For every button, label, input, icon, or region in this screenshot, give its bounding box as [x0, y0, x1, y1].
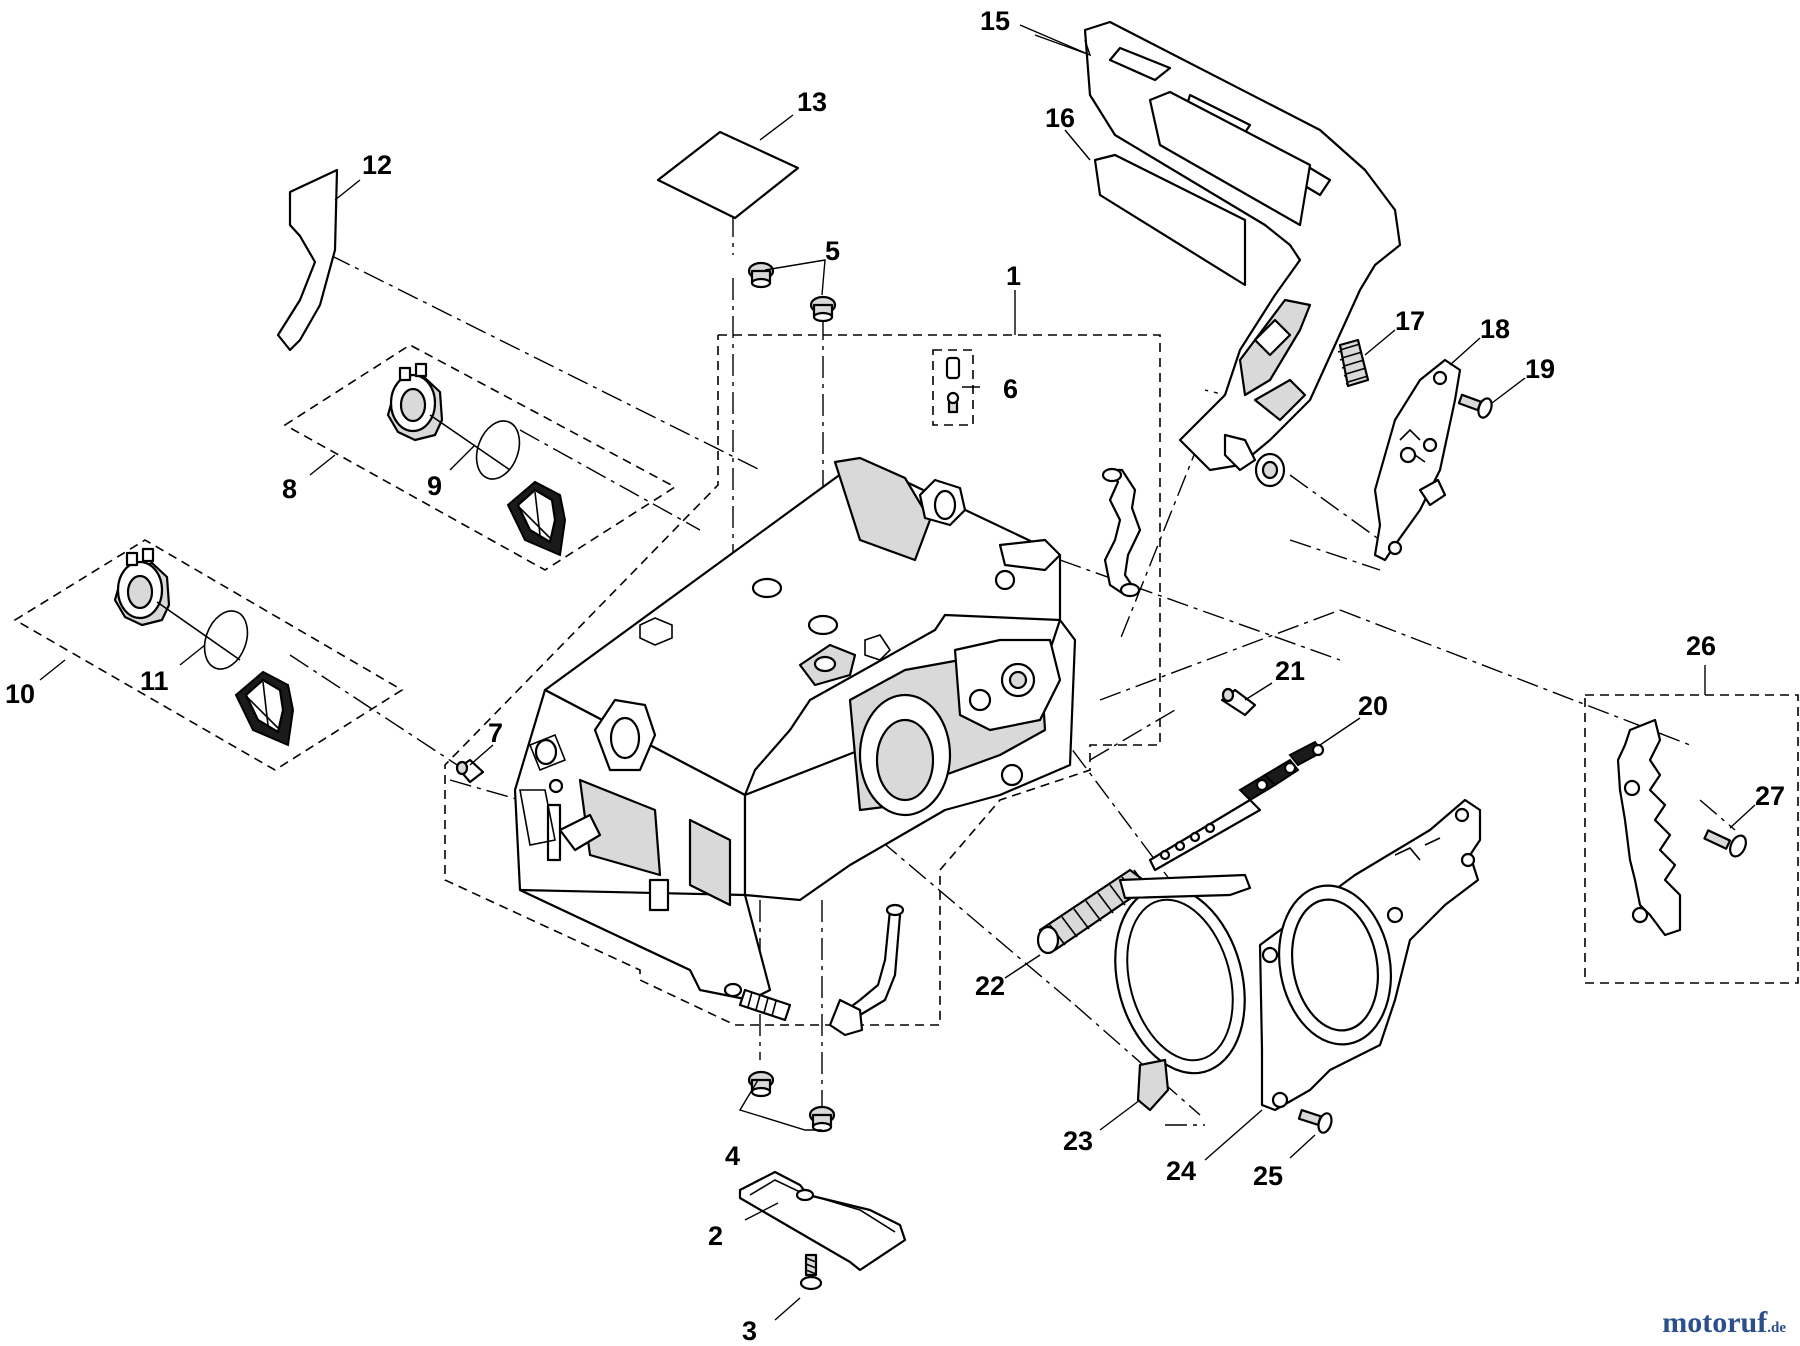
plug-5b — [809, 295, 837, 323]
cap-10-group-box — [13, 539, 404, 771]
pin-21 — [1220, 687, 1257, 717]
callout-1: 1 — [1006, 261, 1021, 291]
pin-7 — [455, 758, 485, 784]
cover-plate-24 — [1258, 798, 1482, 1112]
filter-pickup — [828, 998, 864, 1037]
housing-group-box — [444, 334, 1161, 1026]
cap-8 — [386, 362, 444, 442]
spring-lower — [738, 988, 792, 1022]
hose-upper — [1103, 468, 1142, 597]
callout-9: 9 — [427, 471, 442, 501]
o-ring-11 — [203, 610, 249, 670]
label-13 — [656, 130, 800, 220]
housing-1 — [513, 456, 1077, 1002]
callout-2: 2 — [708, 1221, 723, 1251]
callout-12: 12 — [362, 150, 392, 180]
callout-11: 11 — [140, 666, 169, 696]
bolt-6 — [945, 356, 961, 414]
callout-10: 10 — [5, 679, 35, 709]
screw-27 — [1703, 829, 1747, 858]
callout-7: 7 — [488, 718, 503, 748]
decal-16 — [1093, 153, 1247, 287]
callout-17: 17 — [1395, 306, 1425, 336]
tether-9 — [429, 414, 511, 471]
screw-19 — [1457, 393, 1493, 419]
plate-2 — [738, 1170, 907, 1272]
chain-catcher-26-group-box — [1584, 694, 1799, 984]
callout-3: 3 — [742, 1316, 757, 1346]
tether-11 — [156, 601, 241, 661]
callout-16: 16 — [1045, 103, 1075, 133]
callout-6: 6 — [1003, 374, 1018, 404]
chain-catcher-26 — [1616, 718, 1682, 937]
callout-22: 22 — [975, 971, 1005, 1001]
callout-8: 8 — [282, 474, 297, 504]
callout-20: 20 — [1358, 691, 1388, 721]
plug-5a — [747, 261, 775, 289]
brake-band-23 — [1114, 873, 1252, 1112]
callout-4: 4 — [725, 1141, 740, 1171]
callout-24: 24 — [1166, 1156, 1196, 1186]
decal-12 — [276, 168, 339, 352]
decal-16b — [1148, 90, 1312, 227]
motoruf-logo: motoruf.de — [1662, 1306, 1786, 1340]
link-20 — [1148, 740, 1325, 872]
callout-21: 21 — [1275, 656, 1305, 686]
callout-13: 13 — [797, 87, 827, 117]
callout-27: 27 — [1755, 781, 1785, 811]
spring-17 — [1337, 338, 1370, 388]
plug-4a — [747, 1070, 775, 1098]
callout-pointers — [39, 24, 1756, 1321]
o-ring-9 — [475, 420, 521, 480]
cap-10 — [113, 547, 171, 627]
logo-text: motoruf — [1662, 1306, 1768, 1339]
cap-8-group-box — [283, 344, 677, 571]
plate-18 — [1373, 358, 1462, 562]
callout-15: 15 — [980, 6, 1010, 36]
callout-19: 19 — [1525, 354, 1555, 384]
callout-25: 25 — [1253, 1161, 1283, 1191]
callout-18: 18 — [1480, 314, 1510, 344]
callout-labels: 1 2 3 4 5 6 7 8 9 10 11 12 13 15 16 17 1… — [5, 6, 1785, 1346]
callout-5: 5 — [825, 236, 840, 266]
callout-26: 26 — [1686, 631, 1716, 661]
screw-25 — [1297, 1109, 1333, 1134]
logo-suffix: .de — [1767, 1320, 1786, 1336]
plug-4b — [808, 1105, 836, 1133]
callout-23: 23 — [1063, 1126, 1093, 1156]
screw-3 — [799, 1253, 823, 1291]
